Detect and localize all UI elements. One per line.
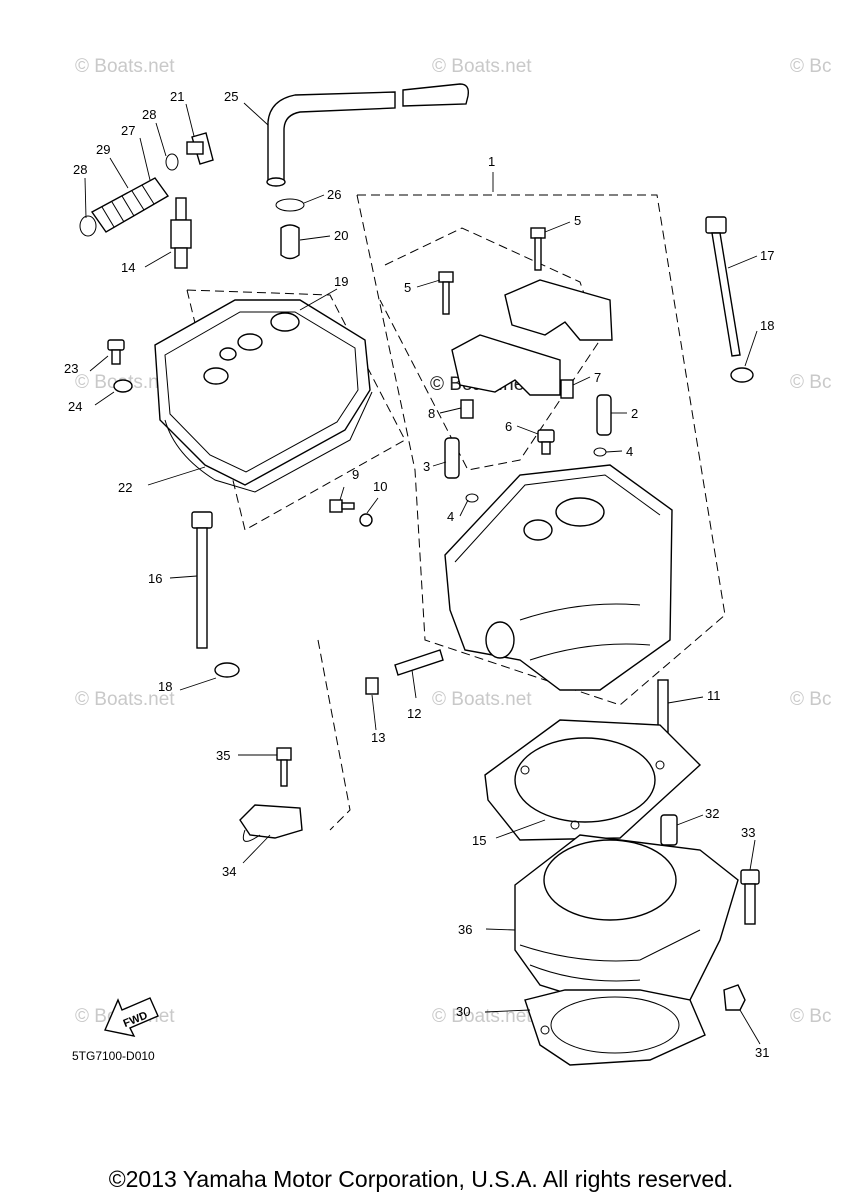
leader-lines xyxy=(84,102,761,1045)
washer-10 xyxy=(359,513,373,527)
watermark: © Bc xyxy=(790,1006,831,1027)
callout-1: 1 xyxy=(488,154,495,169)
callout-30: 30 xyxy=(456,1004,470,1019)
callout-7: 7 xyxy=(594,370,601,385)
watermark: © Bc xyxy=(790,56,831,77)
head-gasket xyxy=(484,719,702,841)
bolt-16 xyxy=(191,511,213,649)
bolt-5 xyxy=(530,227,546,271)
joint-21 xyxy=(186,132,214,165)
washer-24 xyxy=(113,379,133,393)
callout-31: 31 xyxy=(755,1045,769,1060)
callout-29: 29 xyxy=(96,142,110,157)
cap-20 xyxy=(280,224,300,260)
callout-23: 23 xyxy=(64,361,78,376)
callouts: 1 2 3 4 4 5 5 6 7 8 9 10 11 12 13 14 15 … xyxy=(64,89,774,1060)
callout-4: 4 xyxy=(447,509,454,524)
callout-3: 3 xyxy=(423,459,430,474)
hose-clip xyxy=(275,198,305,212)
callout-18: 18 xyxy=(158,679,172,694)
dowel-8 xyxy=(460,399,474,419)
watermark: © Boats.net xyxy=(432,689,532,710)
callout-20: 20 xyxy=(334,228,348,243)
callout-36: 36 xyxy=(458,922,472,937)
bolt-23 xyxy=(107,339,125,365)
watermark: © Bc xyxy=(790,372,831,393)
assembly-outlines xyxy=(186,194,726,831)
callout-10: 10 xyxy=(373,479,387,494)
diagram-code: 5TG7100-D010 xyxy=(72,1049,155,1063)
washer-18 xyxy=(214,662,240,678)
callout-16: 16 xyxy=(148,571,162,586)
o-ring-4 xyxy=(593,447,607,457)
dowel-7 xyxy=(560,379,574,399)
nut-31 xyxy=(723,984,746,1011)
callout-22: 22 xyxy=(118,480,132,495)
callout-28: 28 xyxy=(73,162,87,177)
callout-6: 6 xyxy=(505,419,512,434)
guide-3 xyxy=(444,437,460,479)
callout-18: 18 xyxy=(760,318,774,333)
callout-21: 21 xyxy=(170,89,184,104)
spark-plug xyxy=(170,197,192,269)
callout-17: 17 xyxy=(760,248,774,263)
callout-2: 2 xyxy=(631,406,638,421)
o-ring-4 xyxy=(465,493,479,503)
callout-34: 34 xyxy=(222,864,236,879)
callout-24: 24 xyxy=(68,399,82,414)
clamp-28 xyxy=(79,153,179,237)
camshaft-cap-right xyxy=(504,279,613,341)
callout-5: 5 xyxy=(404,280,411,295)
callout-19: 19 xyxy=(334,274,348,289)
nut-13 xyxy=(365,677,379,695)
watermark: © Boats.net xyxy=(432,1006,532,1027)
callout-27: 27 xyxy=(121,123,135,138)
watermark: © Boats.net xyxy=(432,56,532,77)
washer-18 xyxy=(730,367,754,383)
cylinder xyxy=(514,834,739,1011)
callout-9: 9 xyxy=(352,467,359,482)
callout-11: 11 xyxy=(707,688,721,703)
bracket-34 xyxy=(239,804,303,842)
watermark: © Boats.net xyxy=(75,689,175,710)
callout-35: 35 xyxy=(216,748,230,763)
breather-hose xyxy=(266,83,470,187)
callout-25: 25 xyxy=(224,89,238,104)
watermark: © Boats.net xyxy=(75,56,175,77)
callout-15: 15 xyxy=(472,833,486,848)
bolt-33 xyxy=(740,869,760,925)
callout-8: 8 xyxy=(428,406,435,421)
callout-33: 33 xyxy=(741,825,755,840)
callout-4: 4 xyxy=(626,444,633,459)
bolt-17 xyxy=(705,216,741,357)
callout-13: 13 xyxy=(371,730,385,745)
bolt-35 xyxy=(276,747,292,787)
callout-32: 32 xyxy=(705,806,719,821)
callout-28: 28 xyxy=(142,107,156,122)
dowel-32 xyxy=(660,814,678,846)
callout-26: 26 xyxy=(327,187,341,202)
base-gasket xyxy=(524,989,706,1066)
stud-12 xyxy=(394,649,444,676)
guide-2 xyxy=(596,394,612,436)
callout-14: 14 xyxy=(121,260,135,275)
callout-5: 5 xyxy=(574,213,581,228)
copyright-notice: ©2013 Yamaha Motor Corporation, U.S.A. A… xyxy=(108,1166,734,1192)
watermark: © Bc xyxy=(790,689,831,710)
callout-12: 12 xyxy=(407,706,421,721)
hose-29 xyxy=(90,177,170,233)
cylinder-head xyxy=(444,464,673,691)
head-cover xyxy=(154,299,373,493)
fwd-arrow-icon: FWD xyxy=(104,997,159,1037)
bolt-6 xyxy=(537,429,555,455)
camshaft-cap-left xyxy=(451,334,561,396)
bolt-9 xyxy=(329,499,355,513)
bolt-5 xyxy=(438,271,454,315)
